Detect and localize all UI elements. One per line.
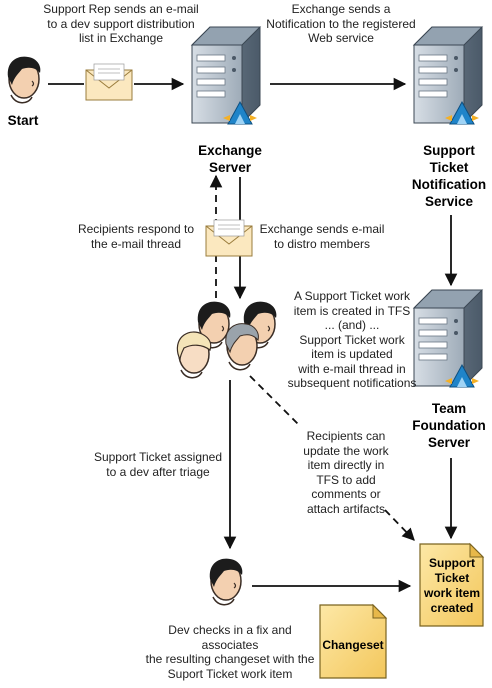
distro-members-group-icon (176, 300, 278, 379)
node-changeset-label: Changeset (322, 638, 384, 652)
annotation-recipients-respond: Recipients respond to the e-mail thread (77, 222, 195, 251)
support-rep-person-icon (7, 55, 42, 104)
annotation-exchange-distro: Exchange sends e-mail to distro members (259, 222, 385, 251)
tfs-server-icon (413, 289, 483, 388)
annotation-tfs-created: A Support Ticket work item is created in… (287, 289, 417, 390)
node-work-item-label: Support Ticket work item created (423, 556, 480, 615)
annotation-rep-email: Support Rep sends an e-mail to a dev sup… (43, 2, 199, 45)
node-start-label: Start (7, 113, 39, 128)
email-thread-envelope-icon (205, 219, 253, 257)
annotation-assigned: Support Ticket assigned to a dev after t… (93, 450, 223, 479)
arrow-group-to-workitem-dashed (249, 375, 414, 540)
annotation-exchange-notify: Exchange sends a Notification to the reg… (266, 2, 416, 45)
dev-person-icon (209, 557, 244, 606)
annotation-dev-checkin: Dev checks in a fix and associates the r… (145, 623, 315, 681)
work-item-document-icon (419, 542, 485, 627)
annotation-recipients-update: Recipients can update the work item dire… (303, 429, 389, 516)
node-tfs-label: Team Foundation Server (412, 401, 486, 450)
node-exchange-server-label: Exchange Server (198, 143, 262, 175)
email-envelope-icon (85, 63, 133, 101)
node-notification-service-label: Support Ticket Notification Service (411, 143, 487, 209)
changeset-document-icon (319, 603, 388, 679)
